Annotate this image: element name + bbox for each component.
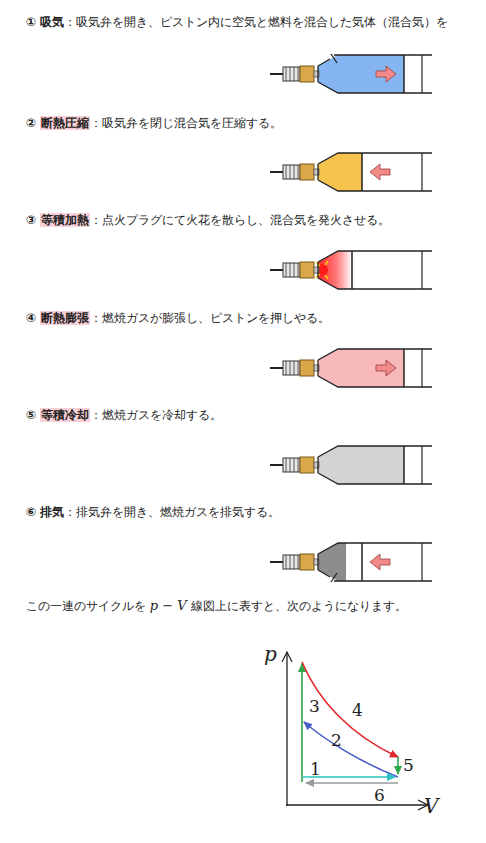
callout-number: 4 [352, 701, 363, 719]
axis-label: V [424, 797, 438, 815]
text: 断熱圧縮 [40, 116, 90, 130]
engine-sketch [270, 251, 432, 289]
callout-number: 6 [374, 786, 385, 804]
text: ：吸気弁を開き、ピストン内に空気と燃料を混合した気体（混合気）を [64, 15, 448, 29]
text: p − V [150, 598, 187, 613]
text: ：排気弁を開き、燃焼ガスを排気する。 [64, 505, 280, 519]
text-line: ③ 等積加熱：点火プラグにて火花を散らし、混合気を発火させる。 [26, 211, 390, 229]
text-line: ② 断熱圧縮：吸気弁を閉じ混合気を圧縮する。 [26, 114, 282, 132]
text: 排気 [40, 505, 64, 519]
text: ：燃焼ガスを冷却する。 [90, 408, 222, 422]
text-line: ⑤ 等積冷却：燃焼ガスを冷却する。 [26, 406, 222, 424]
text: ：点火プラグにて火花を散らし、混合気を発火させる。 [90, 213, 390, 227]
text-line: ④ 断熱膨張：燃焼ガスが膨張し、ピストンを押しやる。 [26, 309, 330, 327]
text: ② [26, 116, 36, 130]
text-line: ⑥ 排気：排気弁を開き、燃焼ガスを排気する。 [26, 503, 280, 521]
callout-number: 2 [331, 731, 342, 749]
engine-sketch [270, 349, 432, 387]
text: ① [26, 15, 36, 29]
engine-sketch [270, 153, 432, 191]
text: ③ [26, 213, 36, 227]
text-line: ① 吸気：吸気弁を開き、ピストン内に空気と燃料を混合した気体（混合気）を [26, 13, 448, 31]
text: 等積加熱 [40, 213, 90, 227]
text: 吸気 [40, 15, 64, 29]
callout-number: 5 [403, 756, 414, 774]
pv-diagram [286, 652, 428, 806]
callout-number: 3 [309, 697, 320, 715]
callout-number: 1 [310, 760, 321, 778]
text-line: この一連のサイクルを p − V 線図上に表すと、次のようになります。 [26, 597, 407, 615]
engine-sketch [270, 446, 432, 484]
text: ：燃焼ガスが膨張し、ピストンを押しやる。 [90, 311, 330, 325]
text: ：吸気弁を閉じ混合気を圧縮する。 [90, 116, 282, 130]
text: 断熱膨張 [40, 311, 90, 325]
text: この一連のサイクルを [26, 599, 146, 613]
text: ④ [26, 311, 36, 325]
text: 線図上に表すと、次のようになります。 [191, 599, 407, 613]
engine-sketch [270, 543, 432, 582]
text: ⑤ [26, 408, 36, 422]
text: ⑥ [26, 505, 36, 519]
text: 等積冷却 [40, 408, 90, 422]
axis-label: p [264, 645, 277, 663]
engine-sketch [270, 54, 432, 93]
